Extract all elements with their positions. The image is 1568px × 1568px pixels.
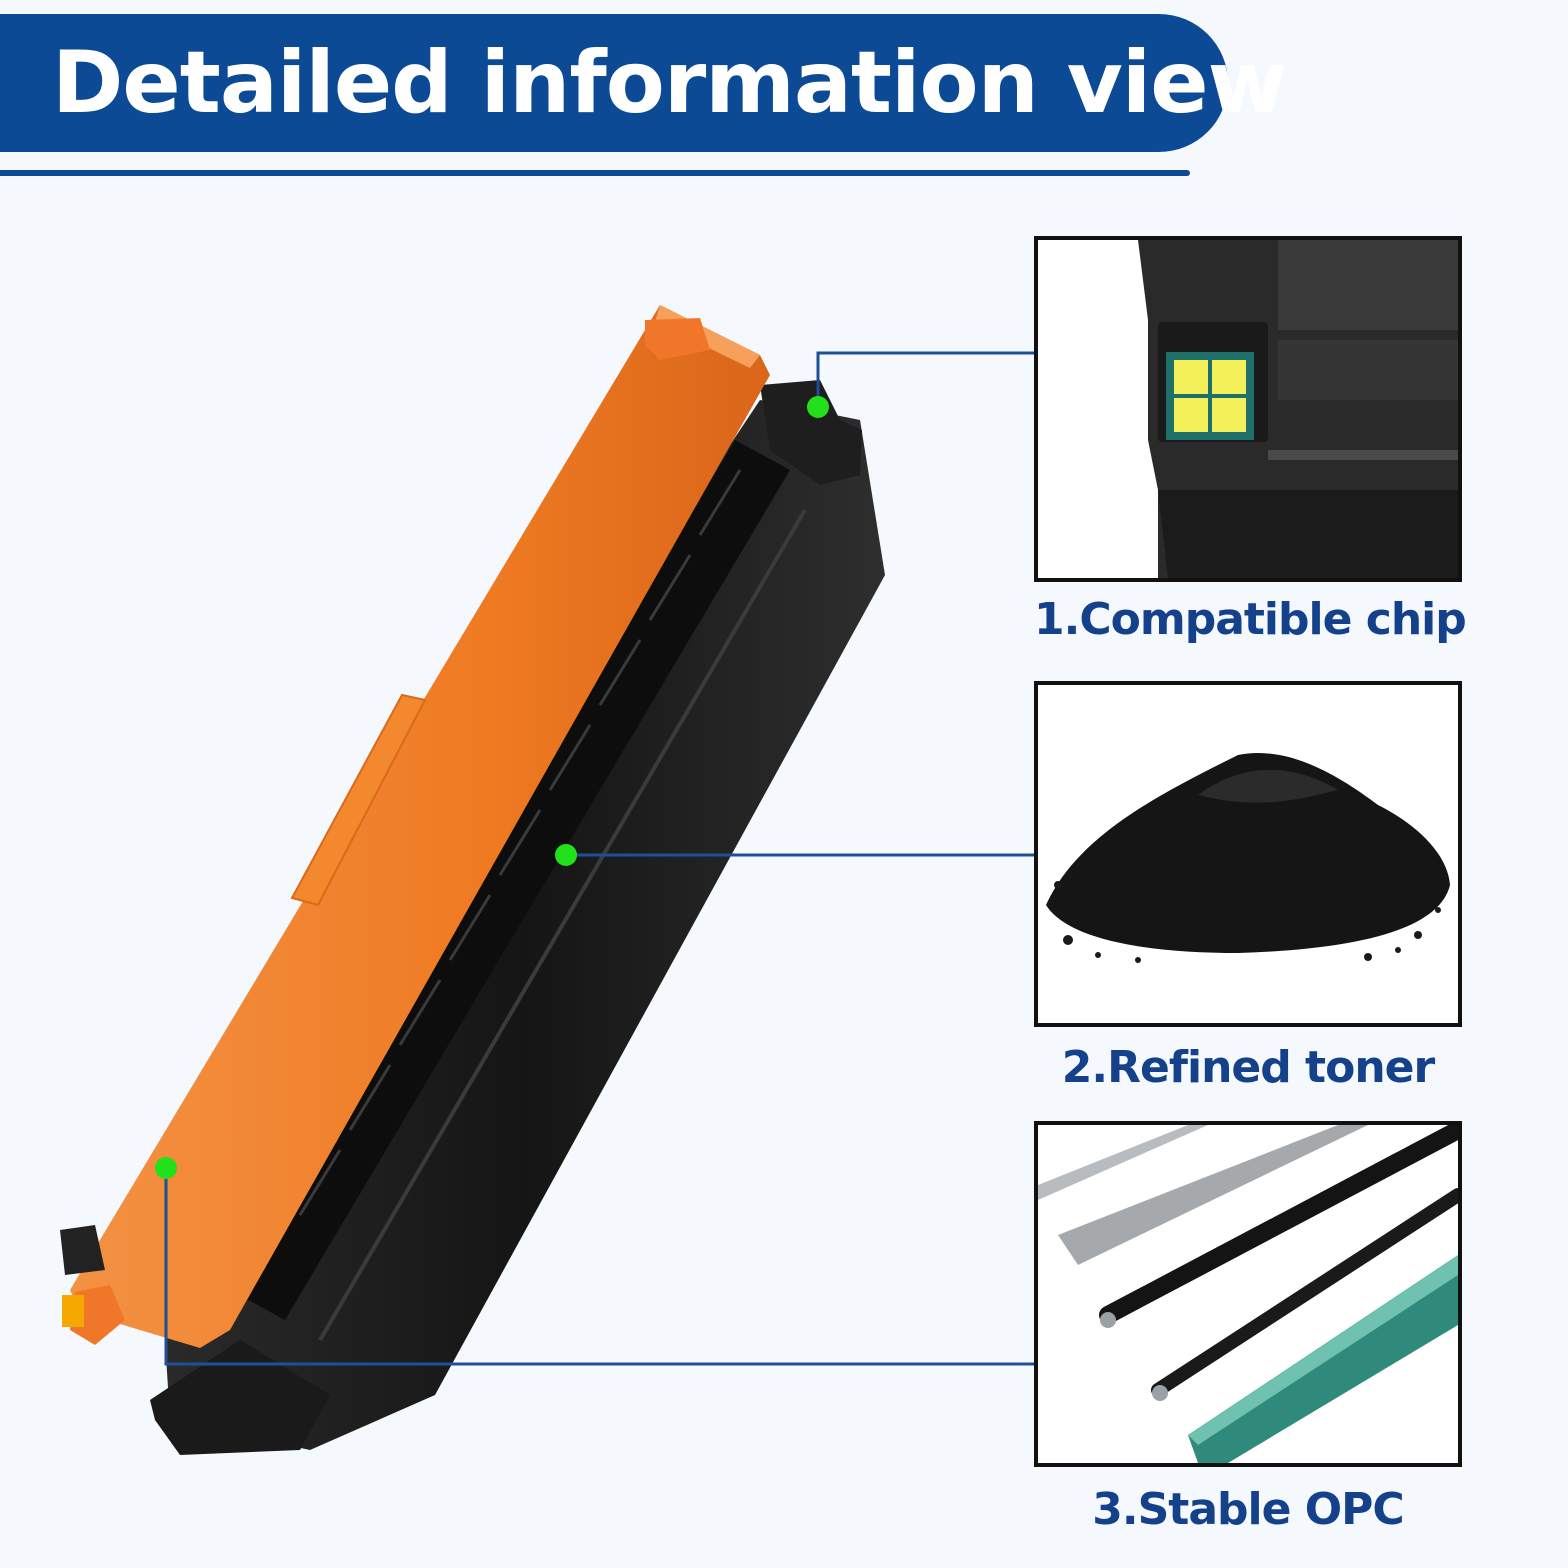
feature-label-chip: 1.Compatible chip	[1034, 594, 1467, 645]
page-title: Detailed information view	[52, 33, 1287, 133]
toner-panel	[1034, 681, 1462, 1027]
header-banner	[0, 14, 1228, 152]
toner-powder-icon	[1038, 685, 1458, 1023]
cartridge-bottom-end	[150, 1340, 330, 1455]
header-underline	[0, 170, 1190, 176]
feature-label-opc: 3.Stable OPC	[1092, 1484, 1404, 1535]
cartridge-top-end	[760, 380, 862, 485]
marker-toner	[555, 844, 577, 866]
callout-lines	[164, 351, 1034, 1366]
marker-chip	[807, 396, 829, 418]
cartridge-handle	[290, 693, 427, 907]
opc-panel	[1034, 1121, 1462, 1467]
cartridge-orange-cover	[70, 305, 770, 1348]
feature-label-toner: 2.Refined toner	[1061, 1042, 1435, 1093]
marker-opc	[155, 1157, 177, 1179]
chip-panel	[1034, 236, 1462, 582]
chip-icon	[1038, 240, 1458, 578]
opc-drum-icon	[1038, 1125, 1458, 1463]
